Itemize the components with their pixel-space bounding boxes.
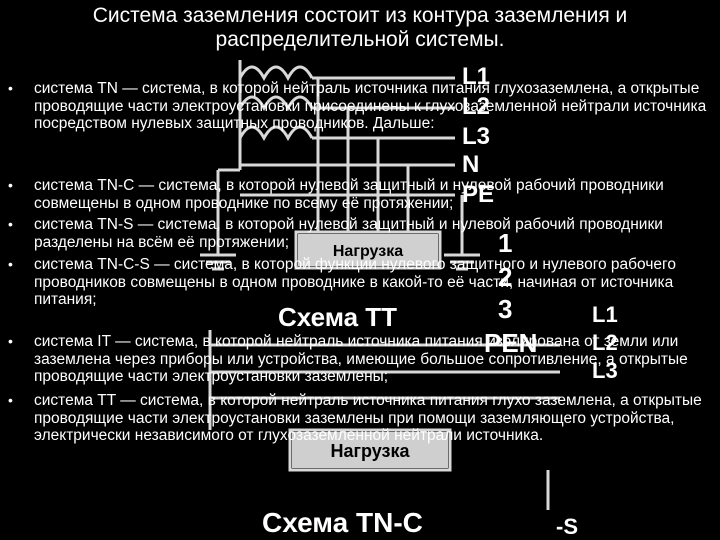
- bullet-text: система IT — система, в которой нейтраль…: [34, 333, 688, 386]
- load-label-tt: Нагрузка: [333, 243, 403, 260]
- tnc-wiring: [208, 330, 560, 510]
- bullet-text: система TN — система, в которой нейтраль…: [34, 80, 707, 133]
- tt-line-labels: L1 L2 L3 N PE: [462, 63, 494, 208]
- bullet-dot: •: [8, 177, 13, 193]
- label-l1: L1: [462, 63, 490, 90]
- bullet-dot: •: [8, 80, 13, 96]
- label-tnc-l2: L2: [592, 330, 618, 355]
- bullet-text: система TN-C-S — система, в которой функ…: [34, 256, 676, 309]
- label-l2: L2: [462, 93, 490, 120]
- load-fill-tt: [298, 234, 438, 266]
- tt-wiring: [200, 60, 480, 271]
- tnc-right-labels: L1 L2 L3: [592, 302, 618, 383]
- bullet-item-it: • система IT — система, в которой нейтра…: [8, 333, 714, 386]
- label-pe: PE: [462, 181, 494, 208]
- bullet-dot: •: [8, 216, 13, 232]
- label-tnc-l1: L1: [592, 302, 618, 327]
- load-label-tnc: Нагрузка: [330, 441, 410, 461]
- bullet-item-tn-c: • система TN-C — система, в которой нуле…: [8, 177, 714, 212]
- caption-tnc: Схема TN-C: [262, 507, 423, 538]
- caption-tt: Схема TT: [278, 302, 397, 332]
- caption-partial: -S: [556, 514, 578, 539]
- bullet-item-tn: • система TN — система, в которой нейтра…: [8, 80, 714, 133]
- bullet-item-tn-s: • система TN-S — система, в которой нуле…: [8, 216, 714, 251]
- bullet-text: система TT — система, в которой нейтраль…: [34, 392, 702, 445]
- bullet-item-tt: • система TT — система, в которой нейтра…: [8, 392, 714, 445]
- load-box-tt: [294, 230, 442, 270]
- bullet-dot: •: [8, 256, 13, 272]
- label-n: N: [462, 151, 479, 178]
- slide-title: Система заземления состоит из контура за…: [92, 4, 628, 51]
- tnc-line-labels: 1 2 3 PEN: [484, 228, 537, 358]
- label-3: 3: [498, 294, 512, 324]
- coil-2: [238, 95, 314, 112]
- coil-3: [238, 125, 314, 142]
- label-l3: L3: [462, 123, 490, 150]
- load-fill-tnc: [292, 432, 448, 468]
- coil-1: [238, 65, 314, 82]
- label-tnc-l3: L3: [592, 358, 618, 383]
- label-2: 2: [498, 262, 512, 292]
- bullet-dot: •: [8, 392, 13, 408]
- bullet-dot: •: [8, 333, 13, 349]
- label-1: 1: [498, 228, 512, 258]
- bullet-text: система TN-C — система, в которой нулево…: [34, 177, 664, 212]
- bullet-text: система TN-S — система, в которой нулево…: [34, 216, 663, 251]
- bullet-item-tn-c-s: • система TN-C-S — система, в которой фу…: [8, 256, 714, 309]
- load-box-tnc: [288, 428, 452, 472]
- label-pen: PEN: [484, 328, 537, 358]
